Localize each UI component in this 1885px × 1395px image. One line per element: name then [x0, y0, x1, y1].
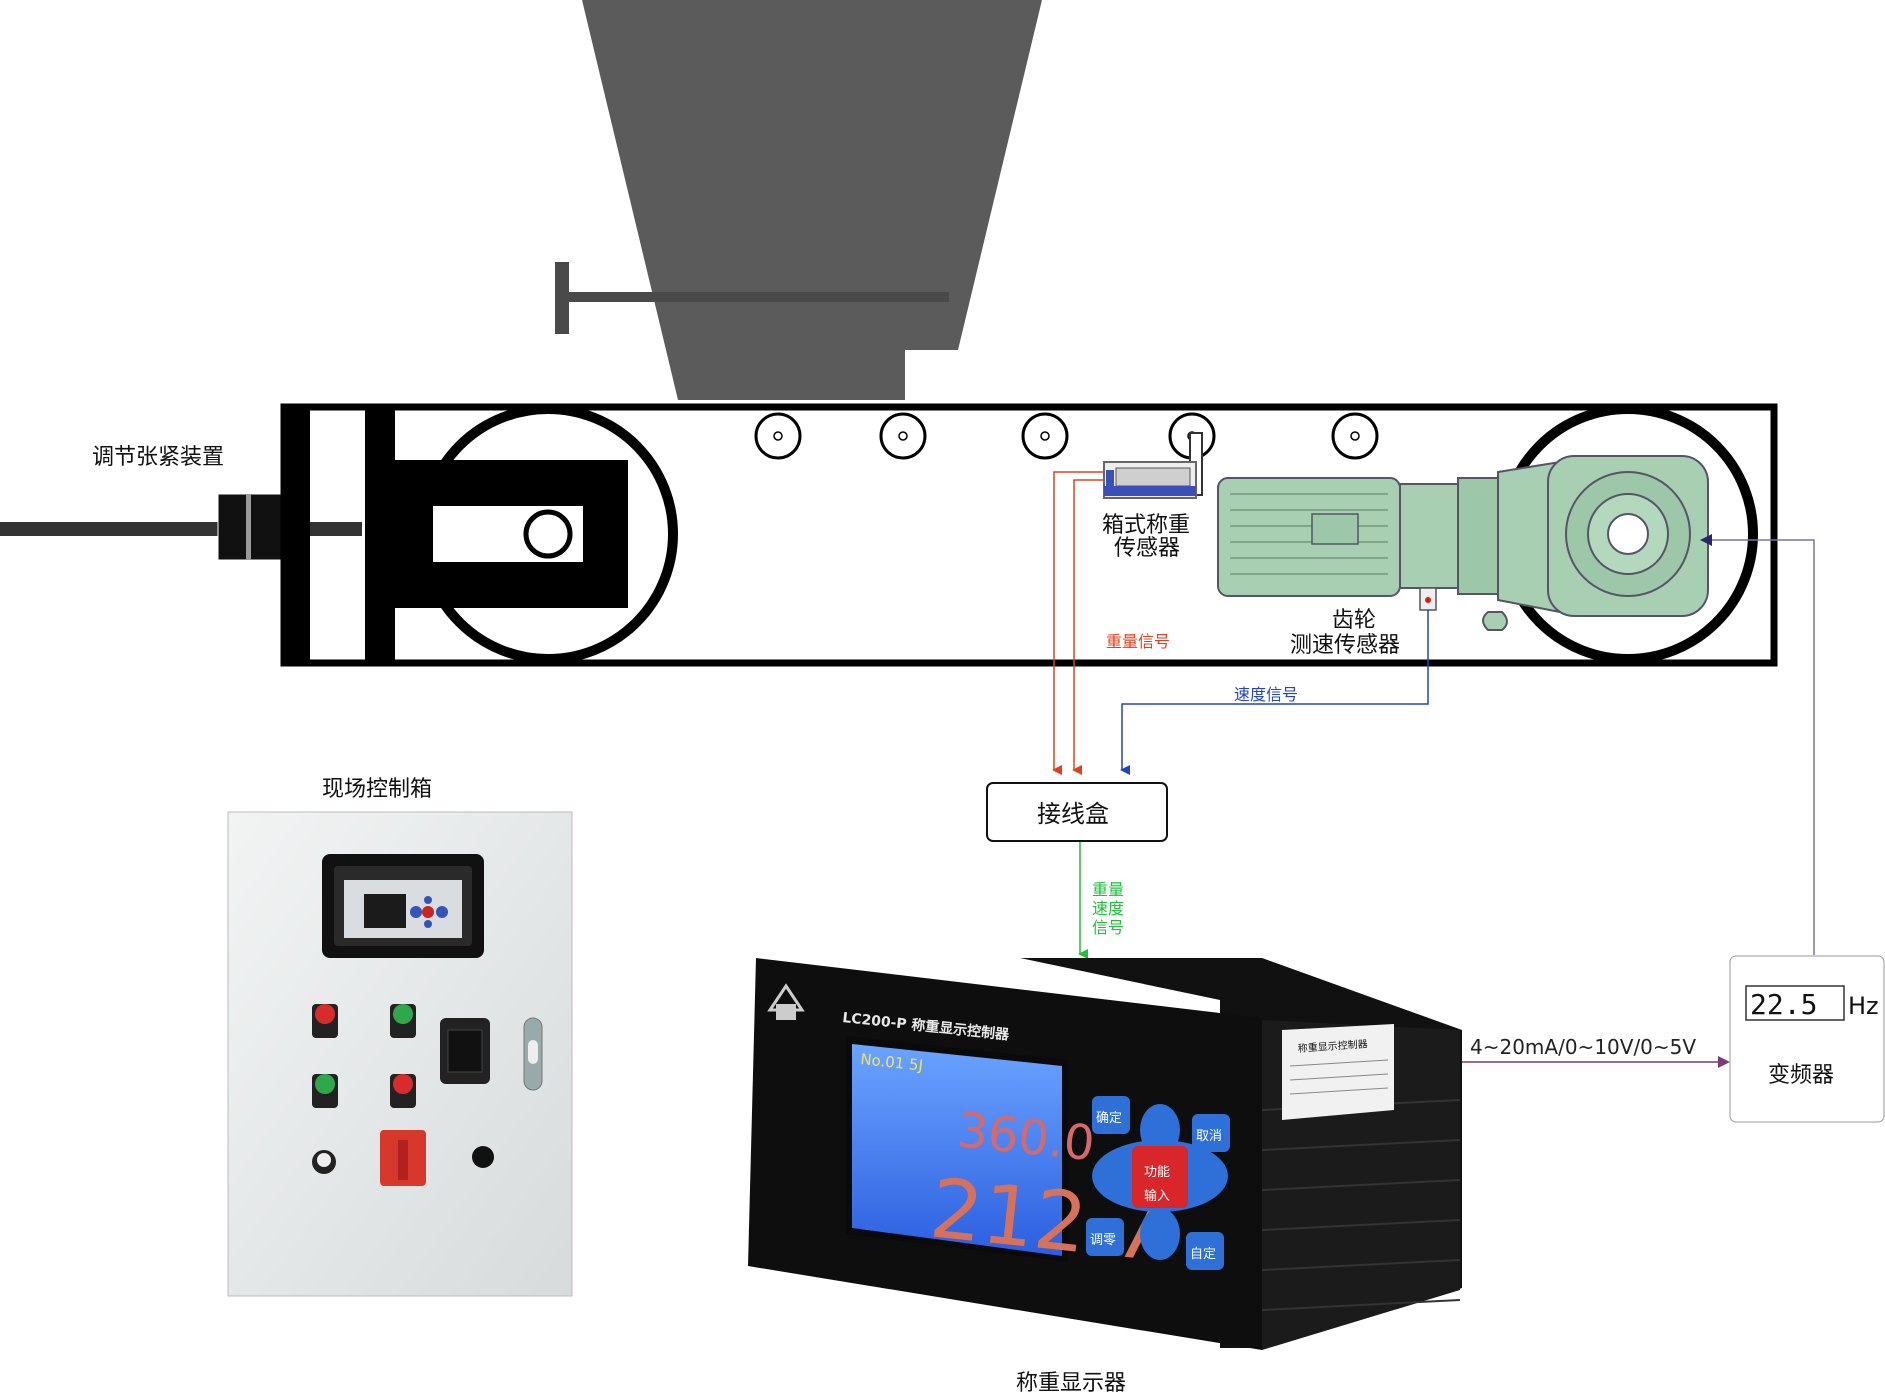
- box-weighing-sensor: [1103, 432, 1203, 499]
- up-key[interactable]: [1140, 1104, 1180, 1156]
- function-key-label: 功能: [1144, 1165, 1170, 1180]
- gear-label-2: 测速传感器: [1290, 633, 1400, 658]
- tail-drum: [418, 404, 678, 664]
- junction-box: [986, 782, 1168, 842]
- combined-signal-label-1: 重量: [1092, 880, 1124, 899]
- box-sensor-label-2: 传感器: [1114, 536, 1180, 561]
- field-box-label: 现场控制箱: [322, 777, 432, 802]
- confirm-key[interactable]: [1092, 1096, 1130, 1134]
- gear-label-1: 齿轮: [1332, 608, 1376, 633]
- vfd-reading: 22.5: [1750, 988, 1817, 1021]
- zero-key-label: 调零: [1090, 1233, 1116, 1248]
- junction-box-label: 接线盒: [1037, 800, 1109, 828]
- cancel-key[interactable]: [1192, 1114, 1230, 1152]
- cancel-key-label: 取消: [1196, 1129, 1222, 1144]
- gate-handle: [555, 262, 569, 334]
- custom-key[interactable]: [1186, 1232, 1224, 1270]
- display-label: 称重显示器: [1016, 1371, 1126, 1395]
- weighing-controller: 称重显示控制器 LC200-P 称重显示控制器 No.01 5J 360.0 2…: [748, 958, 1462, 1350]
- vfd-label: 变频器: [1768, 1063, 1834, 1088]
- idler-rollers: [754, 412, 1379, 460]
- hopper: [555, 0, 1042, 400]
- motor-gearbox: [1217, 455, 1709, 631]
- field-control-box: [227, 811, 573, 1297]
- enter-key-label: 输入: [1144, 1188, 1170, 1204]
- vfd-box: 22.5 Hz 变频器: [1729, 955, 1885, 1123]
- custom-key-label: 自定: [1190, 1247, 1216, 1262]
- gate-rod: [569, 292, 949, 302]
- combined-signal-label-2: 速度: [1092, 899, 1124, 918]
- combined-signal-label-3: 信号: [1092, 918, 1124, 937]
- down-key[interactable]: [1140, 1208, 1180, 1260]
- weight-signal-lines: [1052, 471, 1104, 775]
- tension-device-label: 调节张紧装置: [92, 445, 224, 470]
- combined-signal-line: 重量 速度 信号: [1078, 842, 1124, 959]
- weight-signal-label: 重量信号: [1106, 632, 1170, 651]
- zero-key[interactable]: [1086, 1218, 1124, 1256]
- confirm-key-label: 确定: [1096, 1111, 1122, 1126]
- output-signal-label: 4~20mA/0~10V/0~5V: [1470, 1035, 1696, 1059]
- box-sensor-label-1: 箱式称重: [1102, 513, 1190, 538]
- tail-pulley-shaft: [523, 509, 573, 559]
- speed-signal-label: 速度信号: [1234, 685, 1298, 704]
- vfd-unit: Hz: [1848, 992, 1879, 1020]
- vfd-feedback-line: [1700, 534, 1815, 955]
- function-key[interactable]: [1132, 1146, 1188, 1208]
- output-signal-line: 4~20mA/0~10V/0~5V: [1462, 1035, 1730, 1068]
- speed-signal-line: [1120, 610, 1429, 775]
- vfd-display: [1745, 985, 1845, 1021]
